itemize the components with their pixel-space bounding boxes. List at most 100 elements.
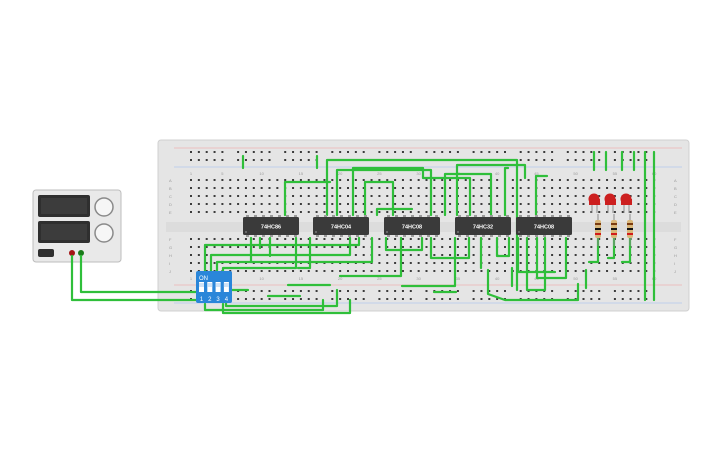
hole[interactable] xyxy=(331,195,334,197)
hole[interactable] xyxy=(323,270,326,272)
hole[interactable] xyxy=(519,151,522,153)
hole[interactable] xyxy=(456,246,459,248)
hole[interactable] xyxy=(268,203,271,205)
hole[interactable] xyxy=(488,254,491,256)
hole[interactable] xyxy=(197,151,200,153)
hole[interactable] xyxy=(417,254,420,256)
hole[interactable] xyxy=(347,290,349,292)
hole[interactable] xyxy=(190,187,192,189)
hole[interactable] xyxy=(347,298,349,300)
hole[interactable] xyxy=(229,238,232,240)
hole[interactable] xyxy=(551,179,554,181)
hole[interactable] xyxy=(613,179,616,181)
hole[interactable] xyxy=(433,203,436,205)
hole[interactable] xyxy=(621,254,624,256)
hole[interactable] xyxy=(480,179,483,181)
hole[interactable] xyxy=(613,195,616,197)
hole[interactable] xyxy=(284,159,287,161)
hole[interactable] xyxy=(205,179,208,181)
hole[interactable] xyxy=(386,262,389,264)
hole[interactable] xyxy=(284,298,287,300)
hole[interactable] xyxy=(558,270,561,272)
hole[interactable] xyxy=(598,238,601,240)
resistor-1[interactable] xyxy=(595,214,601,246)
hole[interactable] xyxy=(347,246,349,248)
hole[interactable] xyxy=(252,290,255,292)
led-1[interactable] xyxy=(588,193,601,214)
hole[interactable] xyxy=(606,238,609,240)
hole[interactable] xyxy=(315,238,318,240)
hole[interactable] xyxy=(590,179,593,181)
hole[interactable] xyxy=(629,298,632,300)
hole[interactable] xyxy=(394,211,397,213)
hole[interactable] xyxy=(582,187,585,189)
hole[interactable] xyxy=(370,211,373,213)
hole[interactable] xyxy=(378,298,381,300)
hole[interactable] xyxy=(401,290,404,292)
hole[interactable] xyxy=(637,211,640,213)
hole[interactable] xyxy=(621,246,624,248)
hole[interactable] xyxy=(425,238,428,240)
hole[interactable] xyxy=(354,187,357,189)
hole[interactable] xyxy=(511,246,514,248)
hole[interactable] xyxy=(535,151,538,153)
hole[interactable] xyxy=(394,254,397,256)
hole[interactable] xyxy=(527,238,530,240)
hole[interactable] xyxy=(574,151,577,153)
hole[interactable] xyxy=(582,254,585,256)
hole[interactable] xyxy=(221,203,224,205)
hole[interactable] xyxy=(645,179,648,181)
hole[interactable] xyxy=(637,290,640,292)
hole[interactable] xyxy=(511,187,514,189)
hole[interactable] xyxy=(362,254,365,256)
hole[interactable] xyxy=(558,179,561,181)
hole[interactable] xyxy=(197,254,200,256)
hole[interactable] xyxy=(456,270,459,272)
hole[interactable] xyxy=(504,290,506,292)
hole[interactable] xyxy=(205,262,208,264)
hole[interactable] xyxy=(244,187,247,189)
hole[interactable] xyxy=(417,203,420,205)
hole[interactable] xyxy=(221,151,224,153)
hole[interactable] xyxy=(551,262,554,264)
hole[interactable] xyxy=(378,270,381,272)
hole[interactable] xyxy=(488,290,491,292)
hole[interactable] xyxy=(252,203,255,205)
hole[interactable] xyxy=(472,211,475,213)
hole[interactable] xyxy=(252,211,255,213)
hole[interactable] xyxy=(590,246,593,248)
hole[interactable] xyxy=(574,195,577,197)
hole[interactable] xyxy=(566,159,569,161)
hole[interactable] xyxy=(441,270,444,272)
hole[interactable] xyxy=(425,211,428,213)
hole[interactable] xyxy=(307,203,310,205)
hole[interactable] xyxy=(339,270,342,272)
hole[interactable] xyxy=(268,179,271,181)
hole[interactable] xyxy=(401,203,404,205)
hole[interactable] xyxy=(645,203,648,205)
hole[interactable] xyxy=(409,290,412,292)
hole[interactable] xyxy=(307,187,310,189)
hole[interactable] xyxy=(386,298,389,300)
hole[interactable] xyxy=(339,238,342,240)
hole[interactable] xyxy=(386,238,389,240)
hole[interactable] xyxy=(205,151,208,153)
hole[interactable] xyxy=(339,179,342,181)
hole[interactable] xyxy=(433,270,436,272)
hole[interactable] xyxy=(323,195,326,197)
hole[interactable] xyxy=(315,211,318,213)
hole[interactable] xyxy=(299,298,302,300)
hole[interactable] xyxy=(299,290,302,292)
hole[interactable] xyxy=(339,298,342,300)
hole[interactable] xyxy=(551,159,554,161)
hole[interactable] xyxy=(276,211,279,213)
hole[interactable] xyxy=(449,179,452,181)
hole[interactable] xyxy=(401,298,404,300)
hole[interactable] xyxy=(292,211,295,213)
hole[interactable] xyxy=(244,179,247,181)
hole[interactable] xyxy=(276,238,279,240)
hole[interactable] xyxy=(551,238,554,240)
hole[interactable] xyxy=(378,195,381,197)
hole[interactable] xyxy=(315,203,318,205)
hole[interactable] xyxy=(519,159,522,161)
